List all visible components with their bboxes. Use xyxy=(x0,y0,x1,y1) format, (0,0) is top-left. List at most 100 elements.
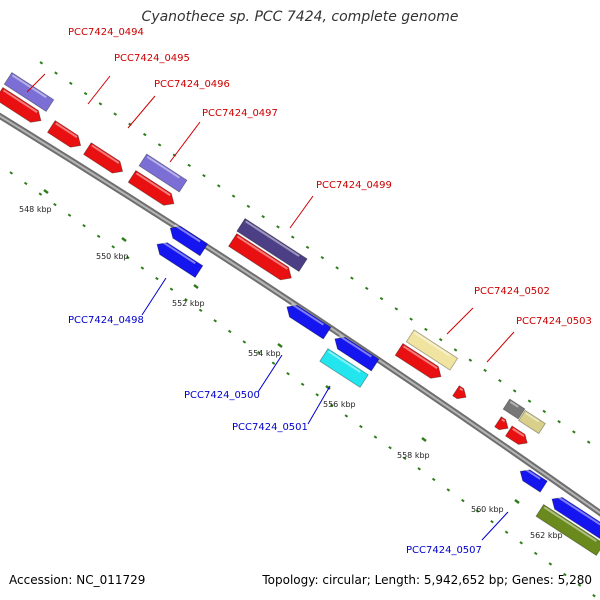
feature-darkpurple-0499 xyxy=(236,218,308,272)
gene-0495-cds-shape xyxy=(46,120,82,148)
tick-row-outer xyxy=(83,91,88,96)
gene-0498-cds-b-highlight xyxy=(160,240,196,265)
connector-forward xyxy=(87,75,111,105)
gene-0498-cds-a xyxy=(169,224,209,257)
map-title: Cyanothece sp. PCC 7424, complete genome xyxy=(141,9,459,25)
tick-row-inner xyxy=(475,509,480,513)
gene-red-small-b-shape xyxy=(504,425,528,445)
tick-row-inner xyxy=(140,266,145,270)
gene-0501-cds xyxy=(319,348,369,388)
gene-label-forward: PCC7424_0503 xyxy=(516,316,592,327)
gene-0497-cds xyxy=(127,169,175,206)
gene-label-forward: PCC7424_0494 xyxy=(68,27,144,38)
tick-row-inner xyxy=(402,456,407,460)
gene-0500-cds-shape xyxy=(286,304,332,340)
tick-row-inner xyxy=(359,424,363,429)
gene-0502-cds-shape xyxy=(394,342,442,379)
gene-features xyxy=(0,71,600,557)
tick-row-outer xyxy=(424,327,428,332)
tick-row-inner xyxy=(373,435,378,439)
tick-row-inner xyxy=(198,308,203,312)
feature-cream-0502 xyxy=(405,329,459,371)
gene-0500b-cds-shape xyxy=(334,336,380,372)
gene-0507-cds-a-highlight xyxy=(523,467,541,480)
tick-row-inner xyxy=(388,445,392,450)
gene-0497-cds-shape xyxy=(127,169,175,206)
tick-row-inner xyxy=(329,403,334,408)
kbp-label: 556 kbp xyxy=(323,400,356,409)
feature-gray xyxy=(502,398,526,420)
feature-khaki xyxy=(518,409,546,435)
tick-row-inner xyxy=(67,213,72,217)
connector-forward xyxy=(169,121,201,163)
gene-label-forward: PCC7424_0497 xyxy=(202,108,278,119)
tick-row-inner xyxy=(9,171,14,175)
gene-0502-cds-highlight xyxy=(402,345,438,370)
gene-0501-cds-shape xyxy=(319,348,369,388)
tick-row-outer xyxy=(512,389,517,393)
major-tick xyxy=(121,237,127,242)
kbp-label: 554 kbp xyxy=(248,349,281,358)
gene-label-forward: PCC7424_0502 xyxy=(474,286,550,297)
gene-0496-cds xyxy=(83,142,124,174)
tick-row-outer xyxy=(290,235,295,239)
gene-red-small-b xyxy=(504,425,528,445)
tick-row-inner xyxy=(315,393,319,397)
gene-0503-cds-highlight xyxy=(459,387,464,392)
gene-0494-cds xyxy=(0,86,42,123)
tick-row-outer xyxy=(54,71,58,75)
tick-row-outer xyxy=(409,317,413,321)
tick-row-inner xyxy=(111,245,116,249)
tick-row-inner xyxy=(577,583,582,587)
gene-olive-cds-shape xyxy=(535,503,600,557)
tick-row-outer xyxy=(69,81,73,86)
tick-row-outer xyxy=(453,348,458,352)
connector-reverse xyxy=(257,354,283,393)
gene-0496-cds-highlight xyxy=(91,144,120,164)
major-tick xyxy=(43,189,49,194)
feature-khaki-highlight xyxy=(525,412,540,423)
gene-0507-cds-b-shape xyxy=(551,497,600,540)
tick-row-outer xyxy=(350,276,354,280)
gene-0499-cds xyxy=(228,233,292,281)
tick-row-inner xyxy=(155,276,159,281)
tick-row-inner xyxy=(519,541,523,545)
gene-label-reverse: PCC7424_0501 xyxy=(232,422,308,433)
gene-red-small-a-shape xyxy=(494,416,509,431)
gene-0495-cds-highlight xyxy=(55,122,78,138)
tick-row-inner xyxy=(548,562,553,566)
gene-0500b-cds xyxy=(334,334,380,372)
genome-summary: Topology: circular; Length: 5,942,652 bp… xyxy=(262,573,592,587)
tick-row-inner xyxy=(446,488,451,492)
tick-row-outer xyxy=(143,132,147,137)
feature-purple-0497-shape xyxy=(138,153,188,193)
tick-row-inner xyxy=(257,350,261,355)
tick-row-outer xyxy=(98,102,103,106)
major-tick xyxy=(421,437,427,442)
gene-0498-cds-b-shape xyxy=(156,242,204,279)
gene-0501-cds-highlight xyxy=(328,350,361,373)
tick-row-inner xyxy=(504,530,509,534)
labels: PCC7424_0494PCC7424_0495PCC7424_0496PCC7… xyxy=(19,27,592,556)
gene-label-reverse: PCC7424_0507 xyxy=(406,545,482,556)
tick-row-inner xyxy=(490,519,494,524)
tick-row-inner xyxy=(592,593,596,598)
gene-0499-cds-shape xyxy=(228,233,292,281)
tick-row-outer xyxy=(586,440,591,444)
tick-row-inner xyxy=(213,319,217,323)
kbp-label: 550 kbp xyxy=(96,252,129,261)
tick-row-outer xyxy=(542,409,547,414)
tick-row-inner xyxy=(344,414,349,418)
gene-0497-cds-highlight xyxy=(135,172,171,197)
tick-row-outer xyxy=(527,399,532,403)
tick-row-outer xyxy=(394,307,399,311)
feature-gray-shape xyxy=(502,398,526,420)
major-tick xyxy=(277,343,283,348)
connector-forward xyxy=(486,331,515,363)
gene-red-small-a-highlight xyxy=(501,418,506,423)
kbp-label: 560 kbp xyxy=(471,505,504,514)
tick-row-inner xyxy=(125,255,130,260)
tick-row-outer xyxy=(483,368,487,373)
gene-red-small-a xyxy=(494,416,509,431)
gene-0498-cds-a-highlight xyxy=(174,224,201,243)
